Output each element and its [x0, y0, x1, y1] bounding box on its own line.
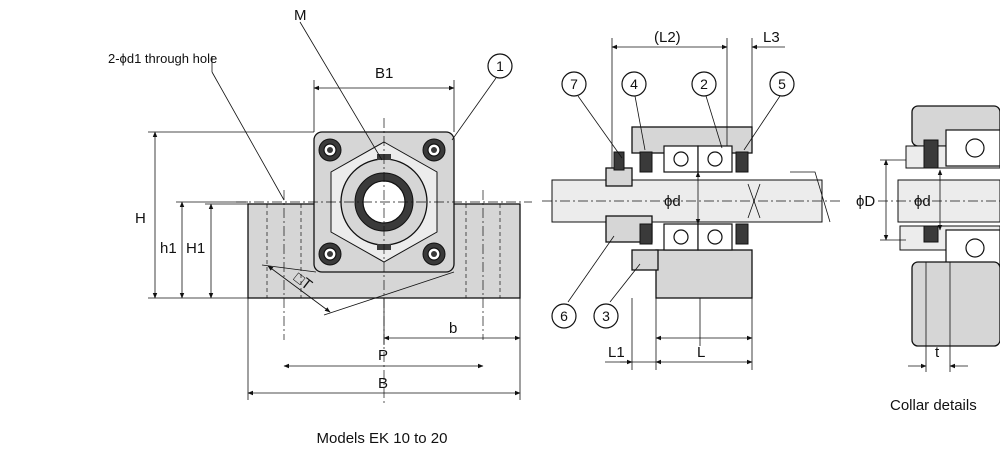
callout-2: 2 [691, 71, 717, 97]
label-t-small: t [935, 344, 940, 361]
svg-text:7: 7 [570, 76, 578, 92]
callout-7: 7 [561, 71, 587, 97]
caption-models: Models EK 10 to 20 [317, 430, 448, 447]
caption-collar: Collar details [890, 397, 977, 414]
front-view: M 2-ϕd1 through hole B1 H h1 H1 □T b P B… [108, 7, 532, 447]
svg-text:2: 2 [700, 76, 708, 92]
label-h: H [135, 210, 146, 227]
section-view: (L2) L3 ϕd L1 L 7 4 2 5 6 3 [542, 29, 840, 370]
callout-3: 3 [593, 303, 619, 329]
label-b1: B1 [375, 65, 393, 82]
label-l2: (L2) [654, 29, 681, 46]
label-phi-d-section: ϕd [664, 193, 681, 210]
svg-text:3: 3 [602, 308, 610, 324]
bearing-lower-left [663, 223, 699, 251]
label-l: L [697, 344, 705, 361]
bolt-top-right [422, 138, 446, 162]
label-h1-cap: H1 [186, 240, 205, 257]
collar-details-view: ϕD ϕd t Collar details [856, 105, 1000, 414]
bolt-bottom-left [318, 242, 342, 266]
svg-text:1: 1 [496, 58, 504, 74]
svg-text:5: 5 [778, 76, 786, 92]
label-through-hole: 2-ϕd1 through hole [108, 51, 217, 66]
label-phi-D: ϕD [856, 193, 875, 210]
callout-5: 5 [769, 71, 795, 97]
lock-nut-top [605, 167, 633, 187]
label-p: P [378, 347, 388, 364]
label-phi-d-collar: ϕd [914, 193, 931, 210]
housing-lower [655, 249, 753, 299]
label-l3: L3 [763, 29, 780, 46]
label-b-small: b [449, 320, 457, 337]
label-l1: L1 [608, 344, 625, 361]
collar-housing-lower [911, 261, 1000, 347]
bolt-top-left [318, 138, 342, 162]
svg-text:6: 6 [560, 308, 568, 324]
callout-6: 6 [551, 303, 577, 329]
label-h1-small: h1 [160, 240, 177, 257]
label-m: M [294, 7, 307, 24]
callout-4: 4 [621, 71, 647, 97]
bolt-bottom-right [422, 242, 446, 266]
callout-1: 1 [487, 53, 513, 79]
label-b-cap: B [378, 375, 388, 392]
set-screw [613, 151, 625, 171]
housing-lower-lip [631, 249, 659, 271]
svg-text:4: 4 [630, 76, 638, 92]
